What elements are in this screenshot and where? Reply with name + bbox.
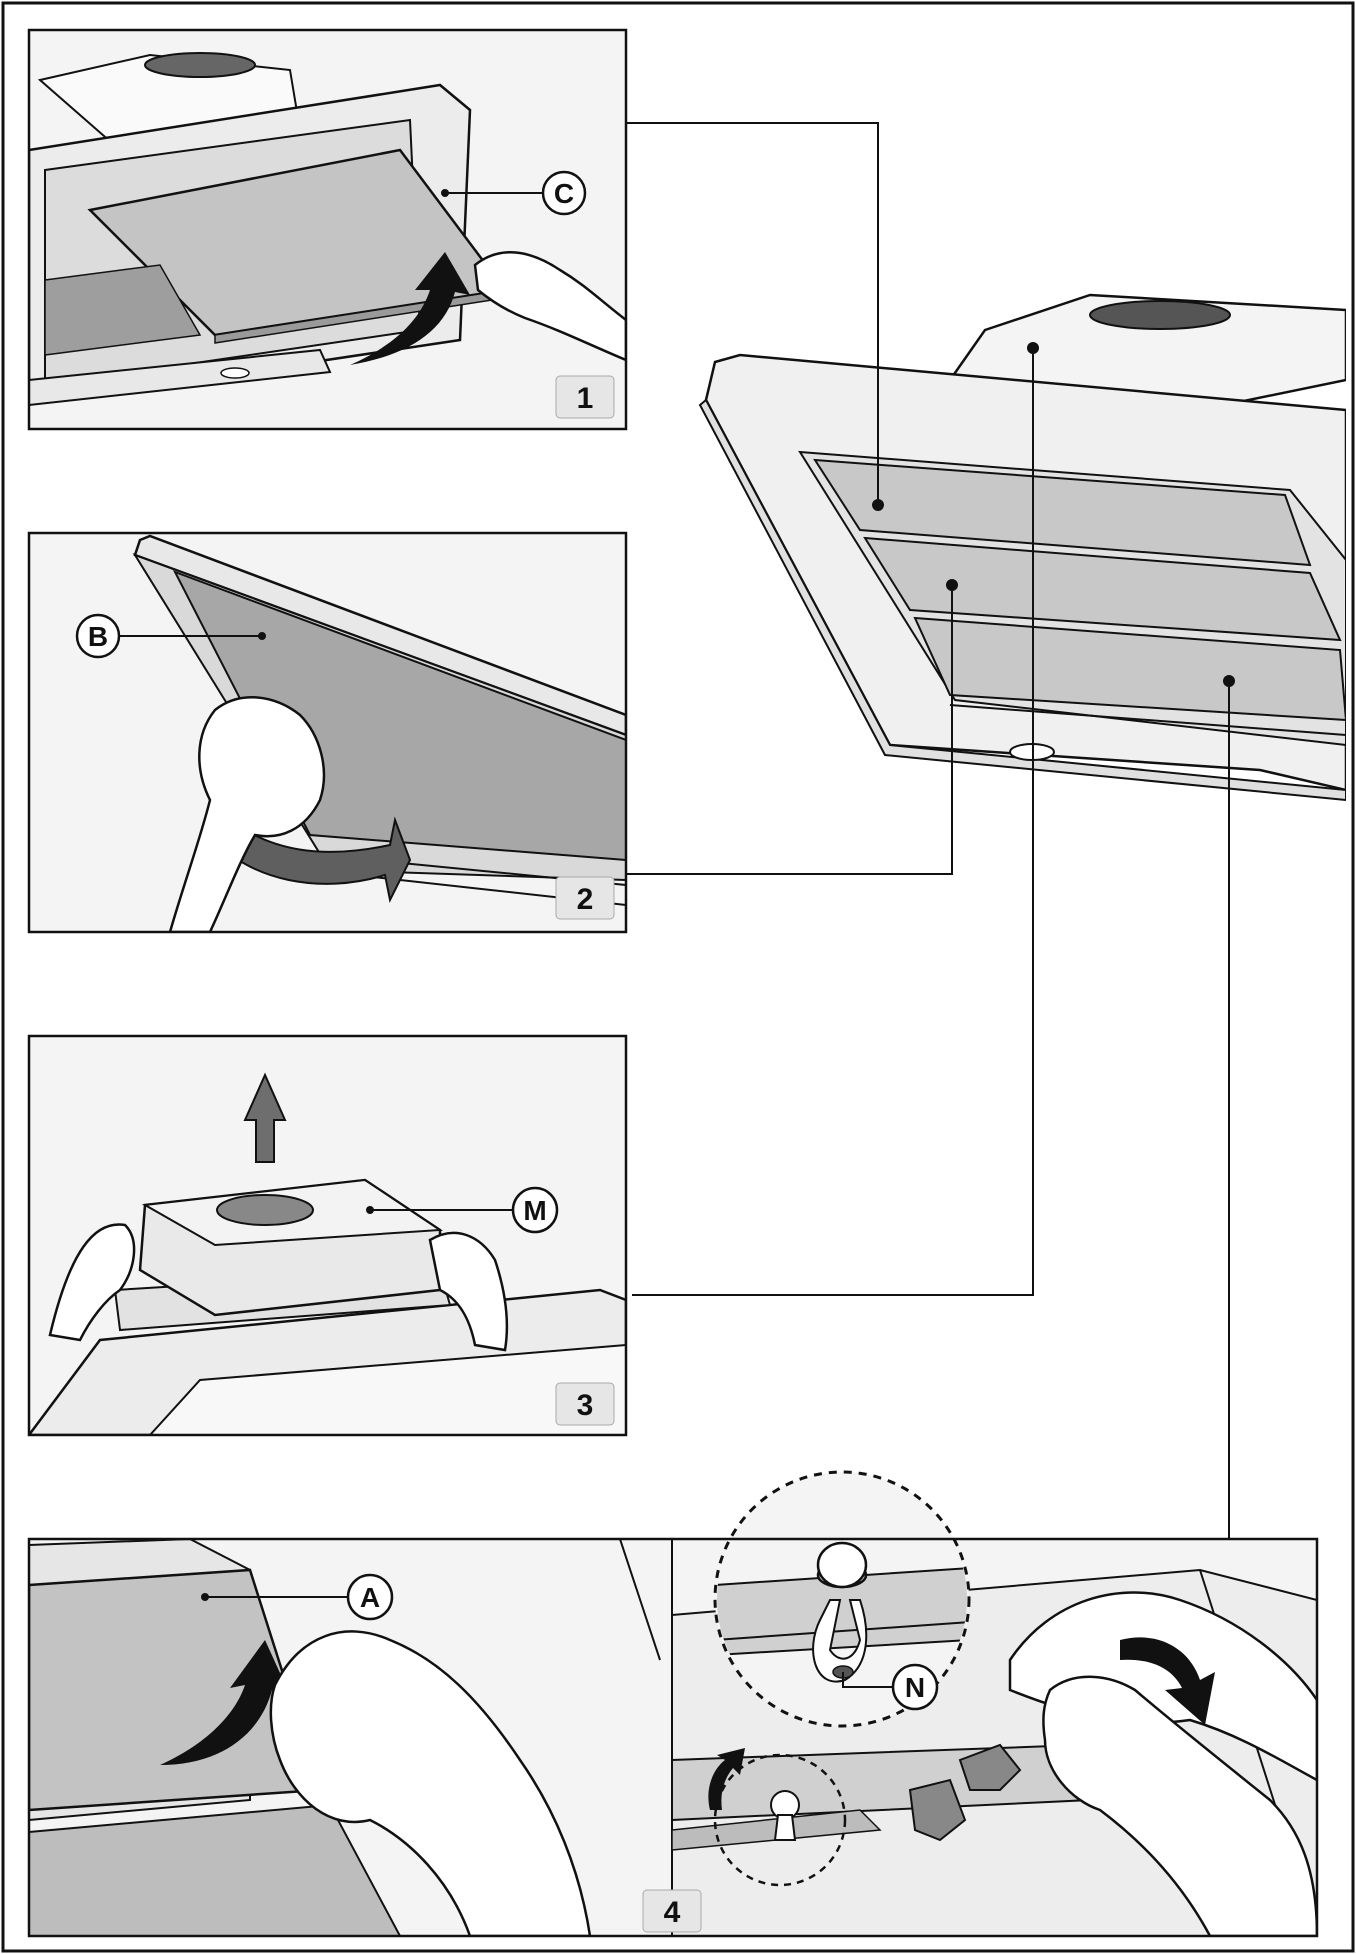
hand-illustration bbox=[48, 1223, 136, 1342]
curved-arrow-icon bbox=[213, 816, 412, 904]
step-number-4: 4 bbox=[664, 1896, 681, 1929]
range-hood-illustration bbox=[698, 293, 1346, 802]
hand-illustration bbox=[428, 1231, 509, 1352]
curved-arrow-icon bbox=[708, 1748, 745, 1810]
step-number-3: 3 bbox=[577, 1389, 594, 1422]
panel-step-3: M 3 bbox=[27, 1034, 628, 1437]
panel-step-1: C 1 bbox=[27, 28, 628, 431]
hand-illustration bbox=[473, 251, 626, 362]
callout-c: C bbox=[554, 178, 574, 209]
panel-step-2: B 2 bbox=[27, 531, 628, 934]
callout-m: M bbox=[523, 1195, 546, 1226]
step-number-1: 1 bbox=[577, 382, 594, 415]
hand-illustration bbox=[269, 1630, 592, 1936]
up-arrow-icon bbox=[243, 1072, 287, 1163]
hand-illustration bbox=[168, 696, 326, 932]
curved-arrow-icon bbox=[350, 252, 470, 365]
callout-a: A bbox=[360, 1582, 380, 1613]
panel-step-4: A N 4 bbox=[27, 1470, 1319, 1938]
connector-lines bbox=[626, 122, 1235, 1539]
callout-n: N bbox=[905, 1672, 925, 1703]
curved-arrow-icon bbox=[160, 1640, 290, 1765]
callout-b: B bbox=[88, 621, 108, 652]
step-number-2: 2 bbox=[577, 883, 594, 916]
curved-arrow-icon bbox=[1120, 1637, 1215, 1725]
